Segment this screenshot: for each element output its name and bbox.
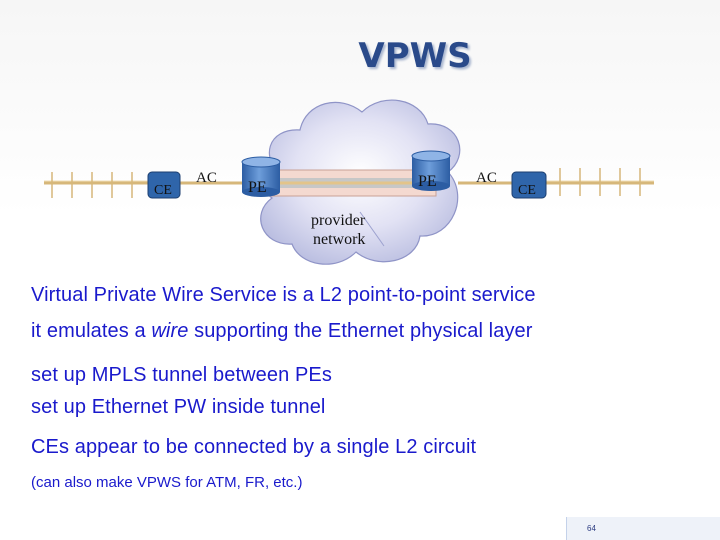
- ce-left-router: CE: [147, 171, 181, 199]
- bullet-emulates-wire-post: supporting the Ethernet physical layer: [188, 320, 533, 342]
- pe-left-router: PE: [241, 156, 281, 197]
- pe-right-label: PE: [418, 173, 437, 190]
- pe-right-router: PE: [411, 150, 451, 191]
- ac-left-label: AC: [196, 170, 217, 186]
- left-lan-segment: [44, 172, 152, 198]
- vpws-diagram: CE CE PE PE AC AC provider network: [44, 99, 654, 265]
- pe-left-label: PE: [248, 179, 267, 196]
- bullet-emulates-wire: it emulates a wire supporting the Ethern…: [31, 320, 533, 343]
- bullet-emulates-wire-em: wire: [151, 320, 189, 342]
- ce-right-router: CE: [511, 171, 547, 199]
- bullet-other-vpws: (can also make VPWS for ATM, FR, etc.): [31, 474, 303, 491]
- slide-number-box: 64: [566, 517, 720, 540]
- provider-network-label-line2: network: [313, 231, 365, 248]
- ce-right-label: CE: [518, 183, 536, 198]
- slide-title: VPWS: [358, 36, 472, 76]
- bullet-single-circuit: CEs appear to be connected by a single L…: [31, 436, 477, 458]
- mpls-tunnel: [267, 169, 437, 197]
- slide-number: 64: [587, 524, 596, 533]
- bullet-mpls-tunnel: set up MPLS tunnel between PEs: [31, 364, 332, 386]
- bullet-emulates-wire-pre: it emulates a: [31, 320, 152, 342]
- bullet-vpws-definition: Virtual Private Wire Service is a L2 poi…: [31, 284, 536, 306]
- ce-left-label: CE: [154, 183, 172, 198]
- bullet-ethernet-pw: set up Ethernet PW inside tunnel: [31, 396, 326, 418]
- right-lan-segment: [540, 168, 654, 196]
- provider-network-label-line1: provider: [311, 212, 366, 229]
- ac-right-label: AC: [476, 170, 497, 186]
